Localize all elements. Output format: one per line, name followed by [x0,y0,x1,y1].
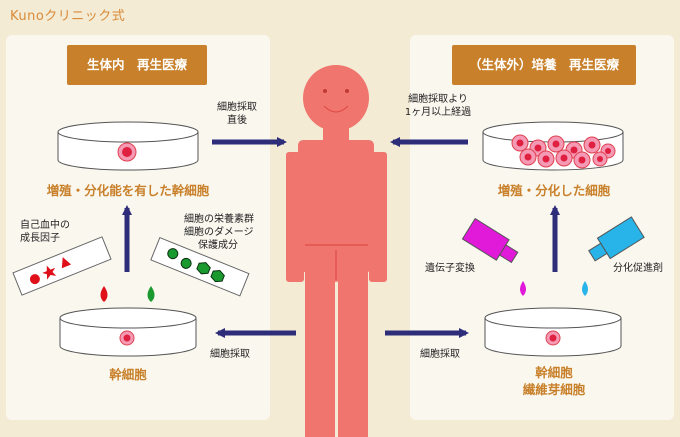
cell-right-bottom [545,330,561,346]
strip-right-label: 細胞の栄養素群 細胞のダメージ 保護成分 [184,214,254,251]
cell-left-top [117,142,137,162]
left-header: 生体内 再生医療 [67,45,207,85]
promoter-label: 分化促進剤 [613,263,663,274]
right-header: （生体外）培養 再生医療 [452,45,636,85]
strip-growth-factors [12,236,112,296]
bottle-gene-transfer [461,217,519,264]
label-top-left: 細胞採取 直後 [217,102,257,126]
right-bottom-dish-title: 幹細胞 繊維芽細胞 [522,365,586,397]
strip-nutrients [150,236,250,297]
left-bottom-dish-title: 幹細胞 [109,367,147,382]
red-drop [100,286,108,302]
cell-nuclei-right-top [516,139,611,164]
cyan-drop [582,281,588,296]
label-top-right: 細胞採取より 1ヶ月以上経過 [404,94,472,118]
left-top-dish-title: 増殖・分化能を有した幹細胞 [46,183,210,198]
human-figure [286,65,387,437]
green-drop [147,286,155,302]
face [305,89,368,280]
gene-transfer-label: 遺伝子変換 [425,263,475,274]
bottle-promoter [588,216,645,262]
magenta-drop [520,281,526,296]
label-bottom-right: 細胞採取 [420,349,460,360]
right-top-dish-title: 増殖・分化した細胞 [497,183,611,198]
brand-title: Kunoクリニック式 [10,9,126,24]
cell-left-bottom [119,330,135,346]
strip-left-label: 自己血中の 成長因子 [20,220,70,244]
label-bottom-left: 細胞採取 [210,349,250,360]
